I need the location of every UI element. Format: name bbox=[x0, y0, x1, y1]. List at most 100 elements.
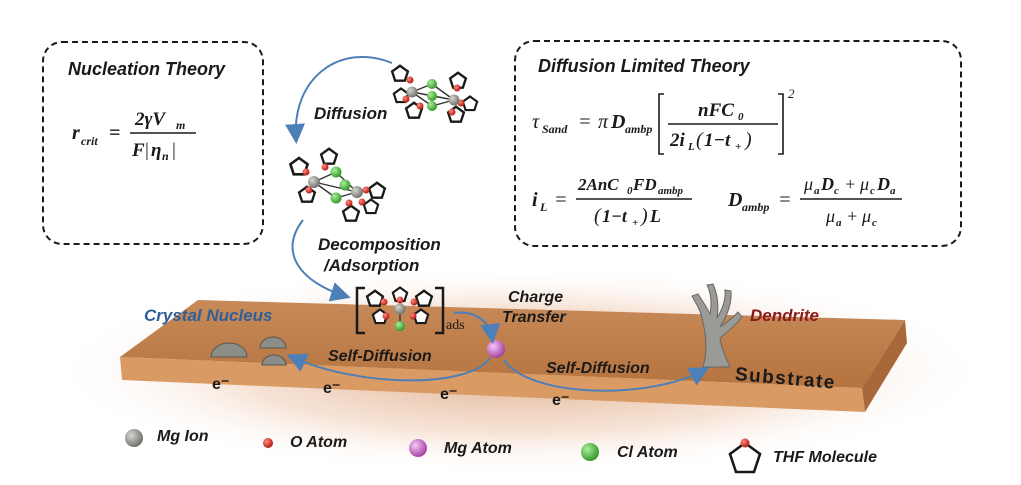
svg-text:μ: μ bbox=[803, 174, 813, 194]
svg-text:2γV: 2γV bbox=[134, 109, 166, 130]
svg-text:): ) bbox=[640, 205, 648, 227]
svg-text:D: D bbox=[876, 174, 890, 194]
svg-text:μ: μ bbox=[825, 206, 835, 226]
svg-text:(: ( bbox=[594, 205, 602, 227]
diffusion-arrow bbox=[285, 56, 393, 144]
svg-text:|: | bbox=[144, 140, 149, 161]
svg-text:L: L bbox=[649, 206, 661, 226]
svg-text:π: π bbox=[598, 111, 609, 133]
svg-text:m: m bbox=[176, 118, 185, 132]
legend-o-atom-marker bbox=[263, 438, 273, 448]
limiting-current-formula: i L = 2AnC 0 FD ambp ( 1−t + ) L bbox=[532, 168, 732, 243]
dendrite-label: Dendrite bbox=[750, 306, 819, 325]
crystal-nucleus-domes bbox=[210, 336, 287, 366]
svg-text:F: F bbox=[131, 140, 145, 161]
svg-text:2AnC: 2AnC bbox=[577, 175, 619, 194]
svg-text:ambp: ambp bbox=[625, 122, 652, 136]
svg-text:crit: crit bbox=[81, 134, 98, 148]
svg-text:a: a bbox=[814, 185, 820, 197]
svg-text:τ: τ bbox=[532, 111, 540, 133]
legend-thf-molecule-label: THF Molecule bbox=[773, 449, 878, 466]
decomposition-arrow bbox=[291, 219, 351, 302]
decomposition-label: Decomposition bbox=[318, 235, 441, 254]
legend-thf-molecule-marker bbox=[728, 438, 762, 474]
svg-text:+: + bbox=[632, 217, 638, 229]
svg-text:0: 0 bbox=[738, 111, 744, 123]
limiting-current-formula-render: i L = 2AnC 0 FD ambp ( 1−t + ) L bbox=[532, 175, 692, 229]
svg-text:a: a bbox=[836, 217, 842, 229]
svg-text:D: D bbox=[610, 111, 625, 133]
nucleation-formula: r crit = 2γV m F | η n | bbox=[72, 101, 222, 170]
svg-text:L: L bbox=[687, 141, 695, 153]
nucleation-formula-render: r crit = 2γV m F | η n | bbox=[72, 109, 196, 163]
diffusion-theory-title: Diffusion Limited Theory bbox=[538, 56, 750, 76]
self-diffusion-right-arrow bbox=[503, 359, 710, 392]
legend-mg-ion-label: Mg Ion bbox=[157, 428, 209, 445]
legend-mg-ion-marker bbox=[125, 429, 143, 447]
charge-transfer-arrow bbox=[453, 311, 501, 344]
svg-text:2: 2 bbox=[788, 86, 795, 101]
svg-text:μ: μ bbox=[859, 174, 869, 194]
charge-transfer-label-line1: Charge bbox=[508, 289, 564, 306]
svg-text:|: | bbox=[171, 140, 176, 161]
svg-text:1−t: 1−t bbox=[602, 206, 628, 226]
svg-text:=: = bbox=[109, 122, 120, 144]
svg-text:Sand: Sand bbox=[542, 122, 568, 136]
svg-text:FD: FD bbox=[632, 175, 657, 194]
electron-label-2: e⁻ bbox=[323, 380, 341, 397]
mg-complex-solvated-top bbox=[390, 64, 479, 123]
svg-text:μ: μ bbox=[861, 206, 871, 226]
electron-label-4: e⁻ bbox=[552, 392, 570, 409]
mg-atom-on-substrate bbox=[487, 340, 505, 358]
ambipolar-diffusion-formula: D ambp = μ a D c + μ c D a μ a + μ bbox=[727, 168, 948, 243]
self-diffusion-left-arrow bbox=[286, 353, 491, 382]
crystal-nucleus-label: Crystal Nucleus bbox=[144, 306, 273, 325]
svg-text:c: c bbox=[872, 217, 877, 229]
svg-text:(: ( bbox=[696, 129, 704, 151]
svg-text:ambp: ambp bbox=[742, 200, 769, 214]
charge-transfer-label-line2: Transfer bbox=[502, 309, 566, 326]
svg-text:1−t: 1−t bbox=[704, 130, 731, 151]
electron-label-1: e⁻ bbox=[212, 376, 230, 393]
adsorption-label: /Adsorption bbox=[324, 256, 420, 275]
mg-complex-solvated-middle bbox=[289, 147, 387, 222]
self-diffusion-right-label: Self-Diffusion bbox=[546, 360, 650, 377]
svg-text:η: η bbox=[151, 140, 161, 161]
electron-label-3: e⁻ bbox=[440, 386, 458, 403]
svg-text:r: r bbox=[72, 122, 80, 144]
adsorbed-complex bbox=[355, 286, 445, 335]
nucleation-theory-box: Nucleation Theory r crit = 2γV m F | η n… bbox=[42, 41, 264, 245]
sand-time-formula: τ Sand = π D ambp nFC 0 2i L ( 1−t + ) bbox=[532, 80, 832, 165]
svg-text:+: + bbox=[844, 174, 856, 194]
svg-text:=: = bbox=[578, 111, 592, 133]
legend-mg-atom-marker bbox=[409, 439, 427, 457]
svg-text:nFC: nFC bbox=[698, 100, 734, 121]
dendrite-shape bbox=[691, 283, 743, 368]
self-diffusion-left-label: Self-Diffusion bbox=[328, 348, 432, 365]
svg-text:+: + bbox=[735, 141, 741, 153]
sand-time-formula-render: τ Sand = π D ambp nFC 0 2i L ( 1−t + ) bbox=[532, 86, 795, 155]
svg-text:ambp: ambp bbox=[658, 185, 684, 197]
svg-text:c: c bbox=[834, 185, 839, 197]
diffusion-label: Diffusion bbox=[314, 104, 388, 123]
svg-text:2i: 2i bbox=[669, 130, 686, 151]
legend-cl-atom-label: Cl Atom bbox=[617, 444, 678, 461]
svg-text:=: = bbox=[778, 189, 792, 211]
legend-o-atom-label: O Atom bbox=[290, 434, 348, 451]
ambipolar-diffusion-formula-render: D ambp = μ a D c + μ c D a μ a + μ bbox=[727, 174, 902, 229]
nucleation-title: Nucleation Theory bbox=[68, 59, 226, 79]
svg-text:+: + bbox=[846, 206, 858, 226]
svg-text:L: L bbox=[539, 200, 547, 214]
svg-text:=: = bbox=[554, 189, 568, 211]
legend-mg-atom-label: Mg Atom bbox=[444, 440, 512, 457]
svg-text:n: n bbox=[162, 149, 169, 163]
svg-text:): ) bbox=[744, 129, 752, 151]
ads-subscript: ads bbox=[446, 318, 465, 333]
legend-cl-atom-marker bbox=[581, 443, 599, 461]
svg-text:D: D bbox=[820, 174, 834, 194]
diffusion-limited-theory-box: Diffusion Limited Theory τ Sand = π D am… bbox=[514, 40, 962, 247]
svg-text:i: i bbox=[532, 189, 538, 211]
svg-text:0: 0 bbox=[627, 185, 633, 197]
svg-text:D: D bbox=[728, 189, 742, 211]
